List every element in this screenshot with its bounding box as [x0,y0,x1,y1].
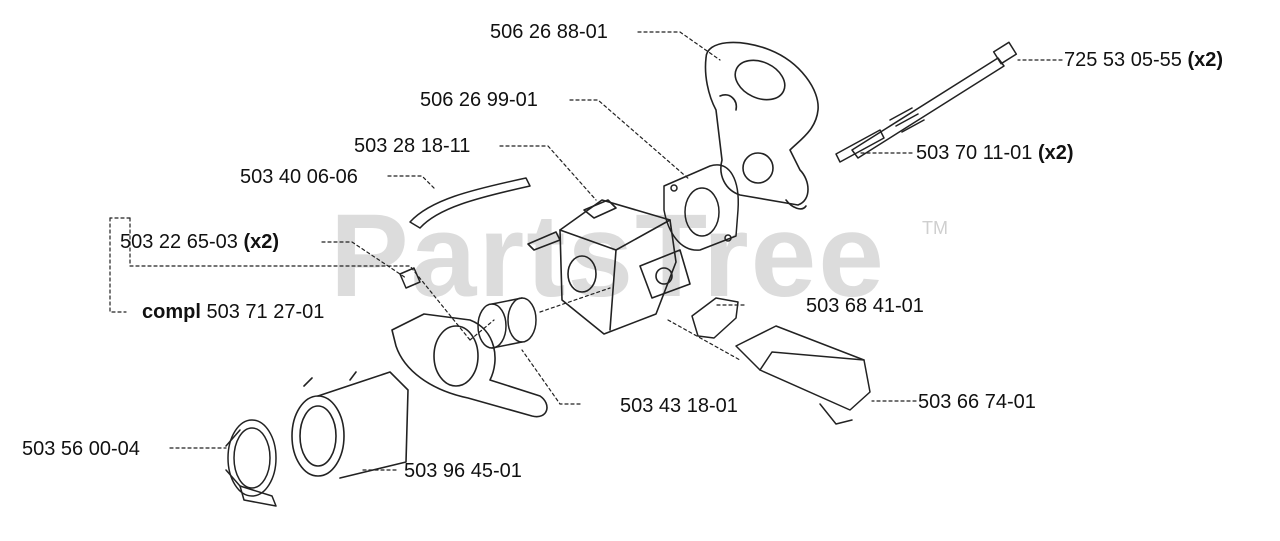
long-bolt-shape [851,41,1018,159]
part-number: 503 96 45-01 [404,460,522,482]
leader-lines [109,31,1063,471]
part-number: 506 26 88-01 [490,21,608,43]
heat-shield-shape [391,313,548,418]
part-number: 503 71 27-01 [206,301,325,323]
part-number: 503 66 74-01 [918,391,1036,413]
part-number: 503 43 18-01 [620,395,738,417]
label-503-66-74-01: 503 66 74-01 [918,391,1036,413]
label-503-70-11-01: 503 70 11-01 (x2) [916,142,1074,164]
label-503-71-27-01: compl 503 71 27-01 [142,301,324,323]
pin-shape [835,129,885,163]
part-number: 503 40 06-06 [240,166,358,188]
sleeve-shape [477,297,537,349]
label-503-68-41-01: 503 68 41-01 [806,295,924,317]
gasket-shape [663,164,739,251]
label-503-22-65-03: 503 22 65-03 (x2) [120,231,279,253]
holder-shape [735,325,871,425]
inlet-elbow-shape [704,41,819,210]
label-506-26-99-01: 506 26 99-01 [420,89,538,111]
hose-clamp-shape [225,419,277,507]
part-number: 503 56 00-04 [22,438,140,460]
trademark-mark: TM [922,218,948,238]
part-number: 725 53 05-55 [1064,49,1182,71]
label-503-28-18-11: 503 28 18-11 [354,135,470,157]
quantity: (x2) [1037,142,1074,164]
quantity: (x2) [1187,49,1224,71]
part-number: 503 70 11-01 [916,142,1033,164]
fuel-hose-shape [409,177,531,229]
part-number: 503 22 65-03 [120,231,238,253]
quantity: (x2) [243,231,280,253]
label-503-43-18-01: 503 43 18-01 [620,395,738,417]
part-number: 503 68 41-01 [806,295,924,317]
label-503-56-00-04: 503 56 00-04 [22,438,140,460]
label-503-96-45-01: 503 96 45-01 [404,460,522,482]
prefix: compl [142,301,201,323]
intake-flange-shape [291,371,409,479]
part-number: 506 26 99-01 [420,89,538,111]
connector-shape [691,297,739,339]
clip-shape [399,267,421,289]
label-506-26-88-01: 506 26 88-01 [490,21,608,43]
part-number: 503 28 18-11 [354,135,471,157]
carburetor-shape [527,199,691,335]
label-503-40-06-06: 503 40 06-06 [240,166,358,188]
label-725-53-05-55: 725 53 05-55 (x2) [1064,49,1223,71]
